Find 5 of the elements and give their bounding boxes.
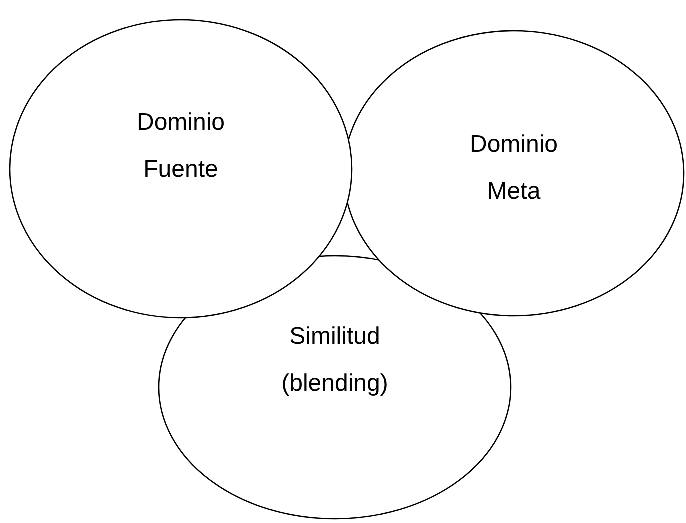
node-label: Dominio Fuente <box>136 108 226 185</box>
ellipse-node <box>158 255 512 520</box>
node-label: Dominio Meta <box>468 130 560 207</box>
node-label: Similitud (blending) <box>280 322 390 399</box>
ellipse-node <box>9 19 353 319</box>
